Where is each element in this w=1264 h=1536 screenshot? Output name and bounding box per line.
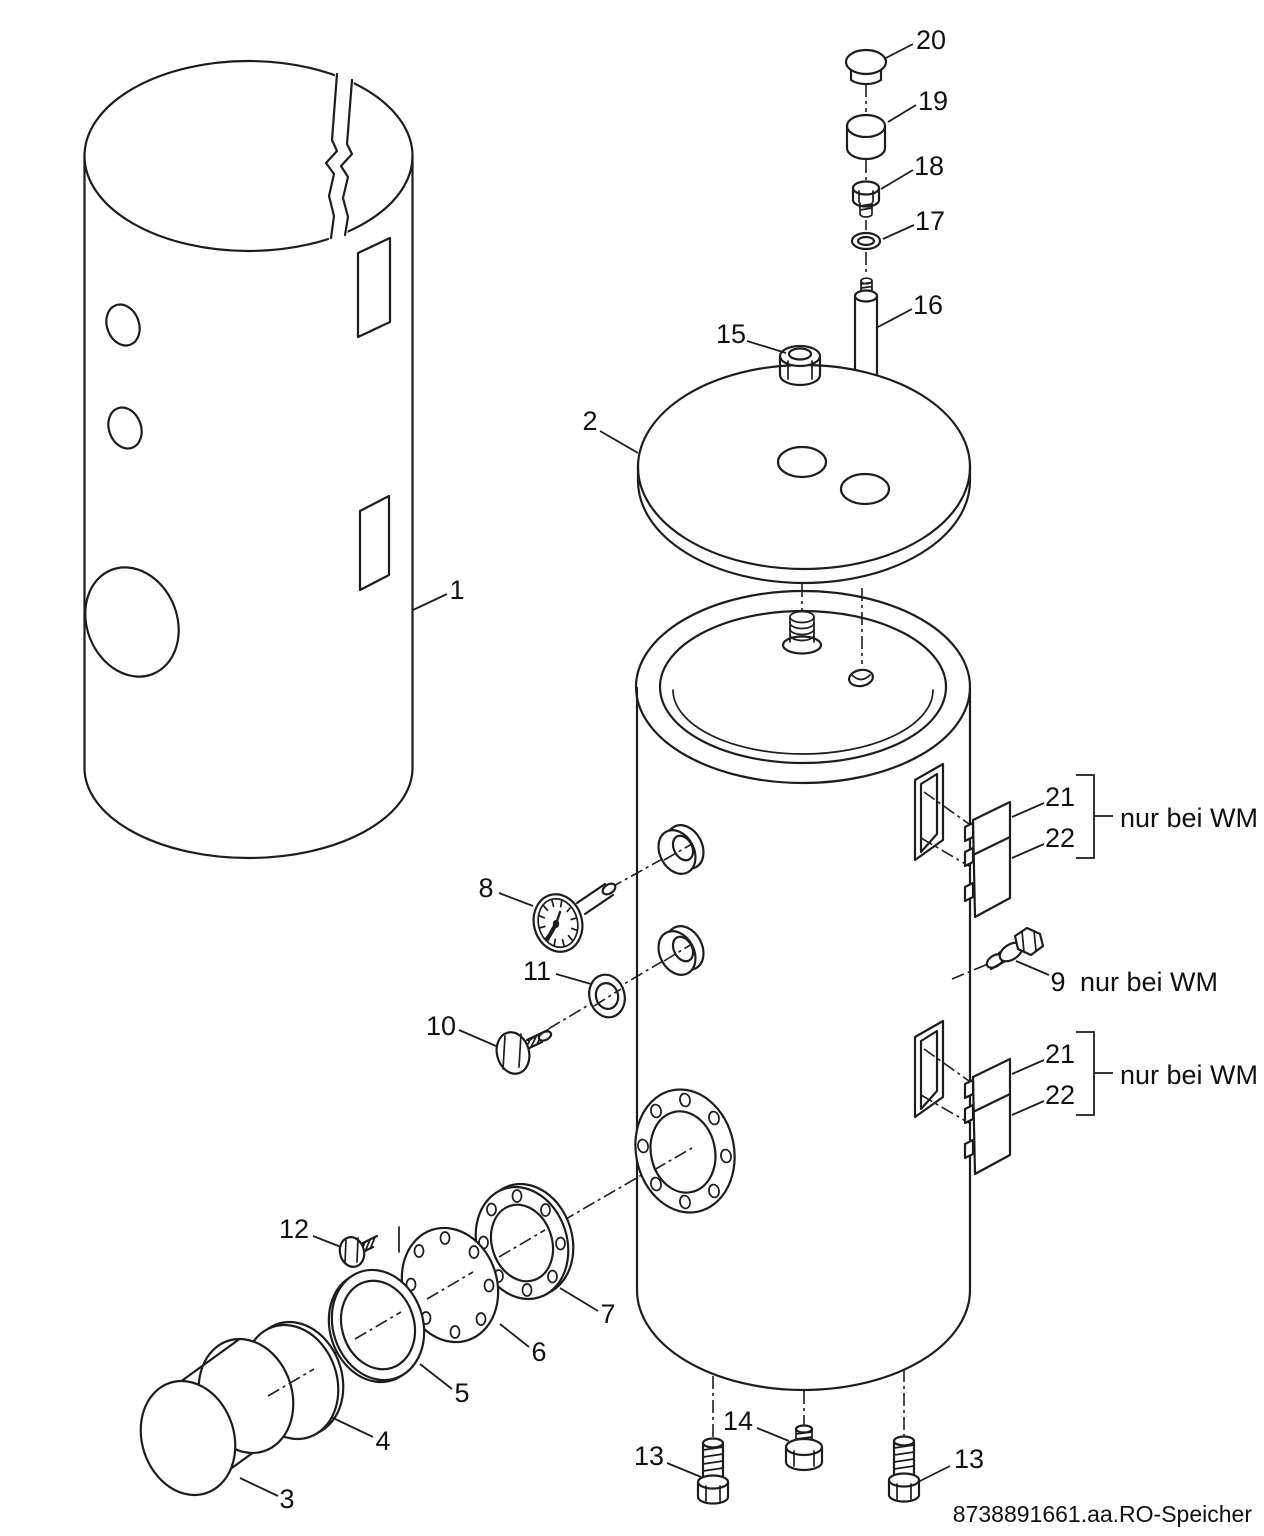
part-13-foot-bolt-right (887, 1435, 921, 1503)
callout-21-upper: 21 (1045, 782, 1075, 812)
wm-bracket-plate-lower (920, 1048, 1012, 1176)
tank-body (634, 584, 972, 1392)
callout-2: 2 (582, 406, 597, 436)
tank-bracket-frame-upper (913, 762, 945, 862)
part-9-bolt (951, 926, 1045, 980)
tank-nozzle-upper (657, 824, 705, 875)
callout-15: 15 (716, 319, 746, 349)
wm-group-bracket-upper (1076, 774, 1113, 859)
document-code: 8738891661.aa.RO-Speicher (953, 1501, 1253, 1527)
callout-18: 18 (914, 151, 944, 181)
part-15-nut (778, 344, 822, 387)
callout-1: 1 (449, 575, 464, 605)
thermometer-hub (552, 920, 560, 928)
callout-4: 4 (375, 1426, 390, 1456)
wm-note-lower: nur bei WM (1120, 1060, 1258, 1090)
callout-21-lower: 21 (1045, 1039, 1075, 1069)
feet (696, 1369, 921, 1505)
callout-22-upper: 22 (1045, 823, 1075, 853)
callout-9: 9 (1050, 967, 1065, 997)
callout-14: 14 (723, 1406, 753, 1436)
callout-17: 17 (915, 206, 945, 236)
jacket-slot-lower (358, 494, 391, 592)
part-12-bolt (338, 1226, 400, 1268)
wm-note-bolt9: nur bei WM (1080, 967, 1218, 997)
callout-13-right: 13 (954, 1444, 984, 1474)
lid-hole-sensor (839, 472, 891, 506)
flange-assembly (139, 1182, 575, 1497)
tank-anode-boss (781, 610, 823, 655)
callout-6: 6 (531, 1337, 546, 1367)
jacket-slot-upper (356, 236, 392, 339)
tank-sensor-hole (848, 668, 874, 688)
callout-16: 16 (913, 290, 943, 320)
wm-bracket-plate-upper (920, 791, 1012, 919)
jacket-hole-small-1 (105, 303, 141, 347)
part-8-thermometer (532, 882, 617, 953)
callout-22-lower: 22 (1045, 1080, 1075, 1110)
tank-bracket-frame-lower (913, 1019, 945, 1119)
part-17-gasket-ring (850, 231, 882, 251)
callout-10: 10 (426, 1011, 456, 1041)
part-20-cover-cap (844, 48, 888, 86)
wm-note-upper: nur bei WM (1120, 803, 1258, 833)
wm-group-bracket-lower (1076, 1031, 1113, 1116)
callout-20: 20 (916, 25, 946, 55)
part-19-sleeve (845, 113, 887, 161)
part-1-insulation-jacket (83, 59, 414, 860)
top-fittings-stack (799, 48, 888, 470)
callout-texts: 1 2 3 4 5 6 7 8 9 10 11 12 13 13 14 15 1… (279, 25, 1075, 1514)
part-2-tank-lid (636, 363, 972, 585)
callout-5: 5 (454, 1378, 469, 1408)
part-10-plug-screw (495, 1028, 553, 1075)
lid-hole-anode (776, 445, 828, 479)
part-13-foot-bolt-left (696, 1437, 730, 1505)
jacket-tear-line-right (339, 78, 354, 237)
callout-leaders (239, 43, 1113, 1497)
jacket-hole-large (84, 566, 180, 678)
part-14-foot-nut (784, 1424, 824, 1472)
condition-notes: nur bei WM nur bei WM nur bei WM (1080, 803, 1258, 1090)
callout-8: 8 (478, 873, 493, 903)
jacket-hole-small-2 (107, 406, 143, 450)
callout-3: 3 (279, 1484, 294, 1514)
callout-19: 19 (918, 86, 948, 116)
part-3-flange-cap (139, 1337, 295, 1497)
callout-11: 11 (523, 956, 551, 986)
callout-13-left: 13 (634, 1441, 664, 1471)
part-18-screw-plug (851, 180, 881, 218)
callout-12: 12 (279, 1214, 309, 1244)
callout-7: 7 (600, 1299, 615, 1329)
jacket-tear-line-left (324, 72, 339, 240)
tank-flange-opening (634, 1088, 736, 1214)
part-11-gasket (588, 973, 626, 1019)
